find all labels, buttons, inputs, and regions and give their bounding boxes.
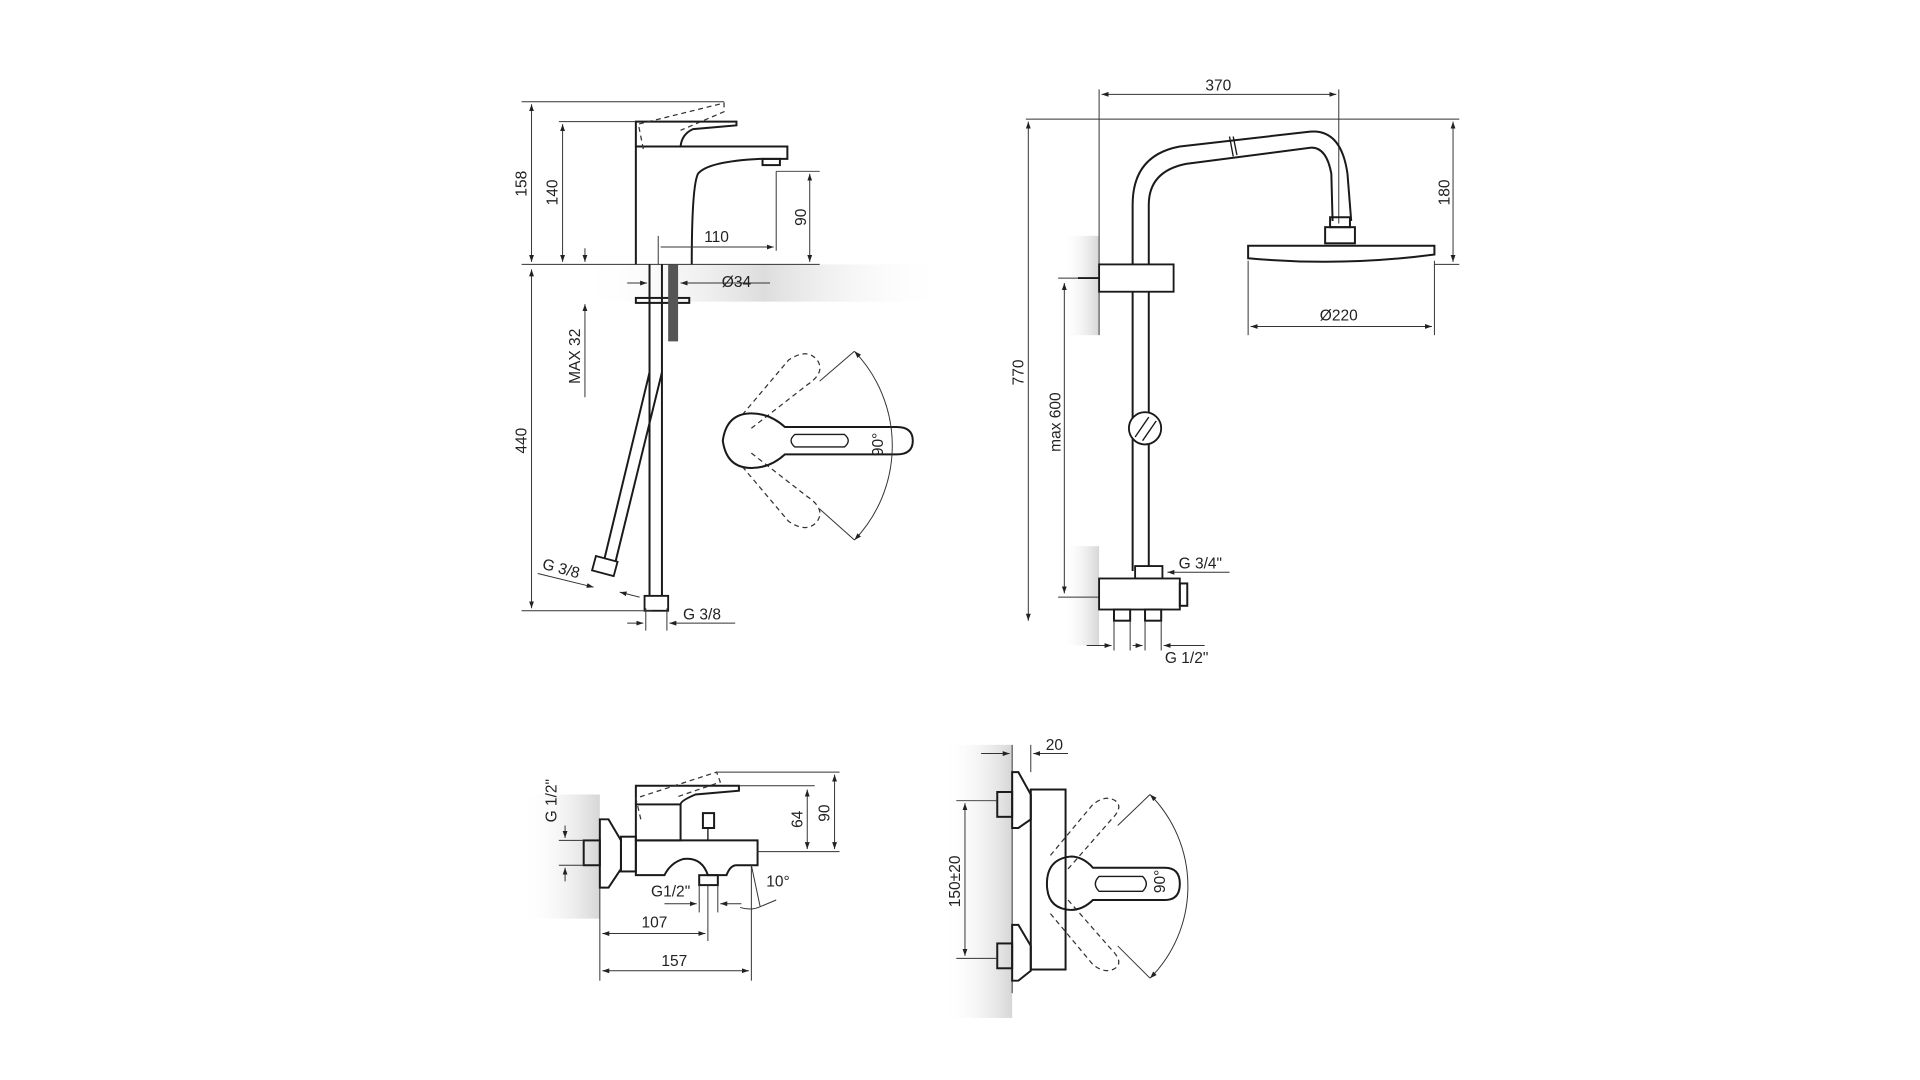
label-g12-inlet: G 1/2" bbox=[543, 779, 560, 822]
threaded-stud bbox=[668, 264, 679, 342]
label-g34: G 3/4" bbox=[1179, 556, 1222, 573]
label-g12: G 1/2" bbox=[1165, 650, 1208, 667]
dim-max-32: MAX 32 bbox=[567, 329, 584, 384]
dim-370: 370 bbox=[1205, 78, 1231, 95]
wall-mixer-front-view: 90° 20 150±20 bbox=[943, 737, 1189, 1018]
wall-shade-bottom bbox=[1061, 546, 1100, 646]
lever-angle-90: 90° bbox=[870, 433, 887, 456]
dim-158: 158 bbox=[514, 171, 531, 197]
wall-bracket bbox=[1098, 263, 1175, 293]
dim-max-600: max 600 bbox=[1048, 392, 1065, 452]
hose-nut-right bbox=[643, 594, 670, 612]
slider-knob bbox=[1127, 411, 1163, 446]
dim-20: 20 bbox=[1046, 737, 1064, 754]
lever-angle-90-wall: 90° bbox=[1152, 870, 1169, 893]
dim-150-20: 150±20 bbox=[947, 855, 964, 907]
hose-nut-left bbox=[590, 554, 619, 578]
label-10-degrees: 10° bbox=[766, 873, 789, 890]
faucet-lever bbox=[634, 120, 738, 147]
aerator bbox=[761, 157, 781, 167]
wall-mixer-body bbox=[1029, 788, 1067, 971]
dim-440: 440 bbox=[514, 427, 531, 453]
shower-riser-pipe bbox=[1131, 130, 1353, 572]
faucet-body bbox=[634, 145, 789, 265]
wall-shade bbox=[943, 744, 1013, 1018]
dim-90-bath: 90 bbox=[817, 804, 834, 822]
diverter-body bbox=[1098, 577, 1181, 611]
dim-770: 770 bbox=[1010, 359, 1027, 385]
shower-system: 370 770 180 Ø220 max 600 G 3/4" bbox=[1010, 78, 1460, 667]
label-g12-outlet: G1/2" bbox=[651, 883, 690, 900]
shower-head bbox=[1247, 244, 1436, 263]
wall-shade-top bbox=[1061, 235, 1100, 336]
label-g38-right: G 3/8 bbox=[683, 606, 721, 623]
dim-64: 64 bbox=[789, 810, 806, 828]
dim-diameter-220: Ø220 bbox=[1320, 307, 1358, 324]
dim-diameter-34: Ø34 bbox=[722, 274, 752, 291]
lever-outline bbox=[721, 412, 914, 469]
wall-shade bbox=[521, 794, 600, 919]
dim-157: 157 bbox=[661, 953, 687, 970]
label-g38-left: G 3/8 bbox=[540, 556, 581, 582]
dim-180: 180 bbox=[1436, 179, 1453, 205]
basin-mixer-side-view: 158 140 90 110 Ø34 MAX 32 440 G 3/8 G 3/… bbox=[514, 101, 951, 631]
dim-90: 90 bbox=[793, 208, 810, 226]
wall-mixer-lever bbox=[1045, 855, 1181, 911]
bath-mixer-side-view: 64 90 G 1/2" G1/2" 10° 107 157 bbox=[521, 771, 840, 981]
dim-110: 110 bbox=[704, 229, 729, 246]
bath-mixer-body bbox=[634, 839, 759, 877]
wall-flange bbox=[598, 818, 622, 889]
dim-140: 140 bbox=[545, 179, 562, 205]
basin-mixer-lever-top-view: 90° bbox=[721, 350, 914, 541]
dim-107: 107 bbox=[642, 914, 668, 931]
